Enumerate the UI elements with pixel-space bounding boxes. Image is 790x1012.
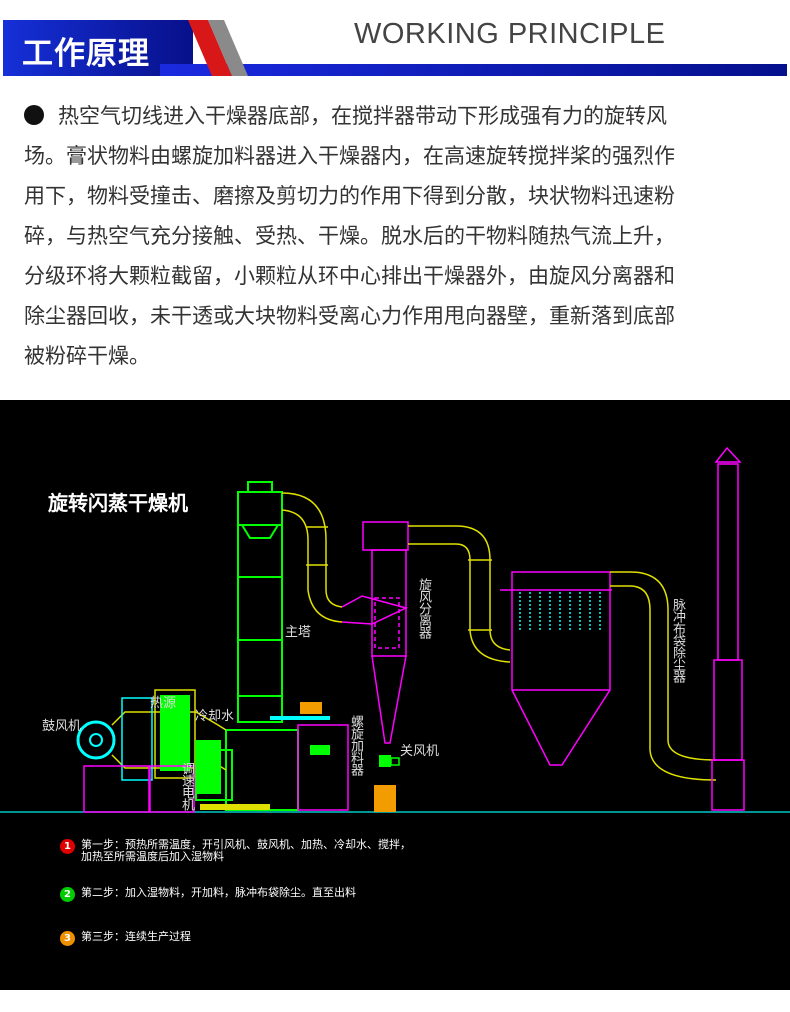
label-cooling-water: 冷却水 <box>195 709 235 724</box>
step-text: 加热至所需温度后加入湿物料 <box>81 850 224 863</box>
label-main-tower: 主塔 <box>285 625 312 640</box>
feeder-motor <box>310 745 330 755</box>
header-stripes <box>188 20 248 76</box>
step-number-badge: 3 <box>60 931 75 946</box>
bag-filter <box>500 571 612 766</box>
label-heat-source: 热源 <box>150 696 177 711</box>
duct-tower-cyclone <box>281 492 343 623</box>
description-line: 碎，与热空气充分接触、受热、干燥。脱水后的干物料随热气流上升， <box>24 224 675 248</box>
filter-bags <box>519 592 601 630</box>
cyclone <box>341 521 409 744</box>
label-bag-filter: 脉冲布袋除尘器 <box>670 598 685 682</box>
heat-exchanger <box>121 697 153 781</box>
step-number-badge: 2 <box>60 887 75 902</box>
step-text: 第三步：连续生产过程 <box>81 930 191 943</box>
step-1: 1 第一步：预热所需温度，开引风机、鼓风机、加热、冷却水、搅拌，加热至所需温度后… <box>60 839 411 863</box>
blower-fan <box>76 720 116 760</box>
step-2: 2 第二步：加入湿物料，开加料，脉冲布袋除尘。直至出料 <box>60 887 356 902</box>
motor <box>195 740 221 794</box>
description-line: 热空气切线进入干燥器底部，在搅拌器带动下形成强有力的旋转风 <box>58 104 667 128</box>
heat-source-core <box>160 695 190 771</box>
motor-base <box>200 804 270 810</box>
description-line: 分级环将大颗粒截留，小颗粒从环中心排出干燥器外，由旋风分离器和 <box>24 264 675 288</box>
dryer-drawing <box>0 446 790 813</box>
bullet-icon <box>24 105 44 125</box>
header-bar <box>160 64 787 76</box>
dryer-diagram: 旋转闪蒸干燥机 鼓风机 热源 冷却水 主塔 旋风分离器 脉冲布袋除尘器 螺旋加料… <box>0 400 790 990</box>
description-line: 用下，物料受撞击、磨擦及剪切力的作用下得到分散，块状物料迅速粉 <box>24 184 675 208</box>
label-blower: 鼓风机 <box>42 719 82 734</box>
section-title: 工作原理 <box>22 36 150 72</box>
description-line: 被粉碎干燥。 <box>24 344 150 368</box>
blower-stand <box>83 765 195 813</box>
duct-cyclone-filter <box>408 525 511 663</box>
step-text: 第一步：预热所需温度，开引风机、鼓风机、加热、冷却水、搅拌， <box>81 838 411 851</box>
step-text: 第二步：加入湿物料，开加料，脉冲布袋除尘。直至出料 <box>81 886 356 899</box>
diagram-title: 旋转闪蒸干燥机 <box>48 491 188 515</box>
label-motor: 调速电机 <box>179 762 194 810</box>
chimney <box>711 446 745 811</box>
label-cyclone: 旋风分离器 <box>416 578 431 638</box>
feeder-stand <box>297 724 349 811</box>
label-airlock: 关风机 <box>400 744 440 759</box>
step-number-badge: 1 <box>60 839 75 854</box>
label-screw-feeder: 螺旋加料器 <box>348 715 363 775</box>
collection-bin <box>374 785 396 812</box>
section-subtitle: WORKING PRINCIPLE <box>354 18 666 50</box>
description-line: 除尘器回收，未干透或大块物料受离心力作用甩向器壁，重新落到底部 <box>24 304 675 328</box>
duct-filter-chimney <box>610 571 717 781</box>
heat-source <box>154 689 196 779</box>
description-line: 场。膏状物料由螺旋加料器进入干燥器内，在高速旋转搅拌桨的强烈作 <box>24 144 675 168</box>
airlock <box>379 755 400 767</box>
description: 热空气切线进入干燥器底部，在搅拌器带动下形成强有力的旋转风 场。膏状物料由螺旋加… <box>24 96 774 376</box>
feed-hopper <box>300 702 322 714</box>
step-3: 3 第三步：连续生产过程 <box>60 931 191 946</box>
